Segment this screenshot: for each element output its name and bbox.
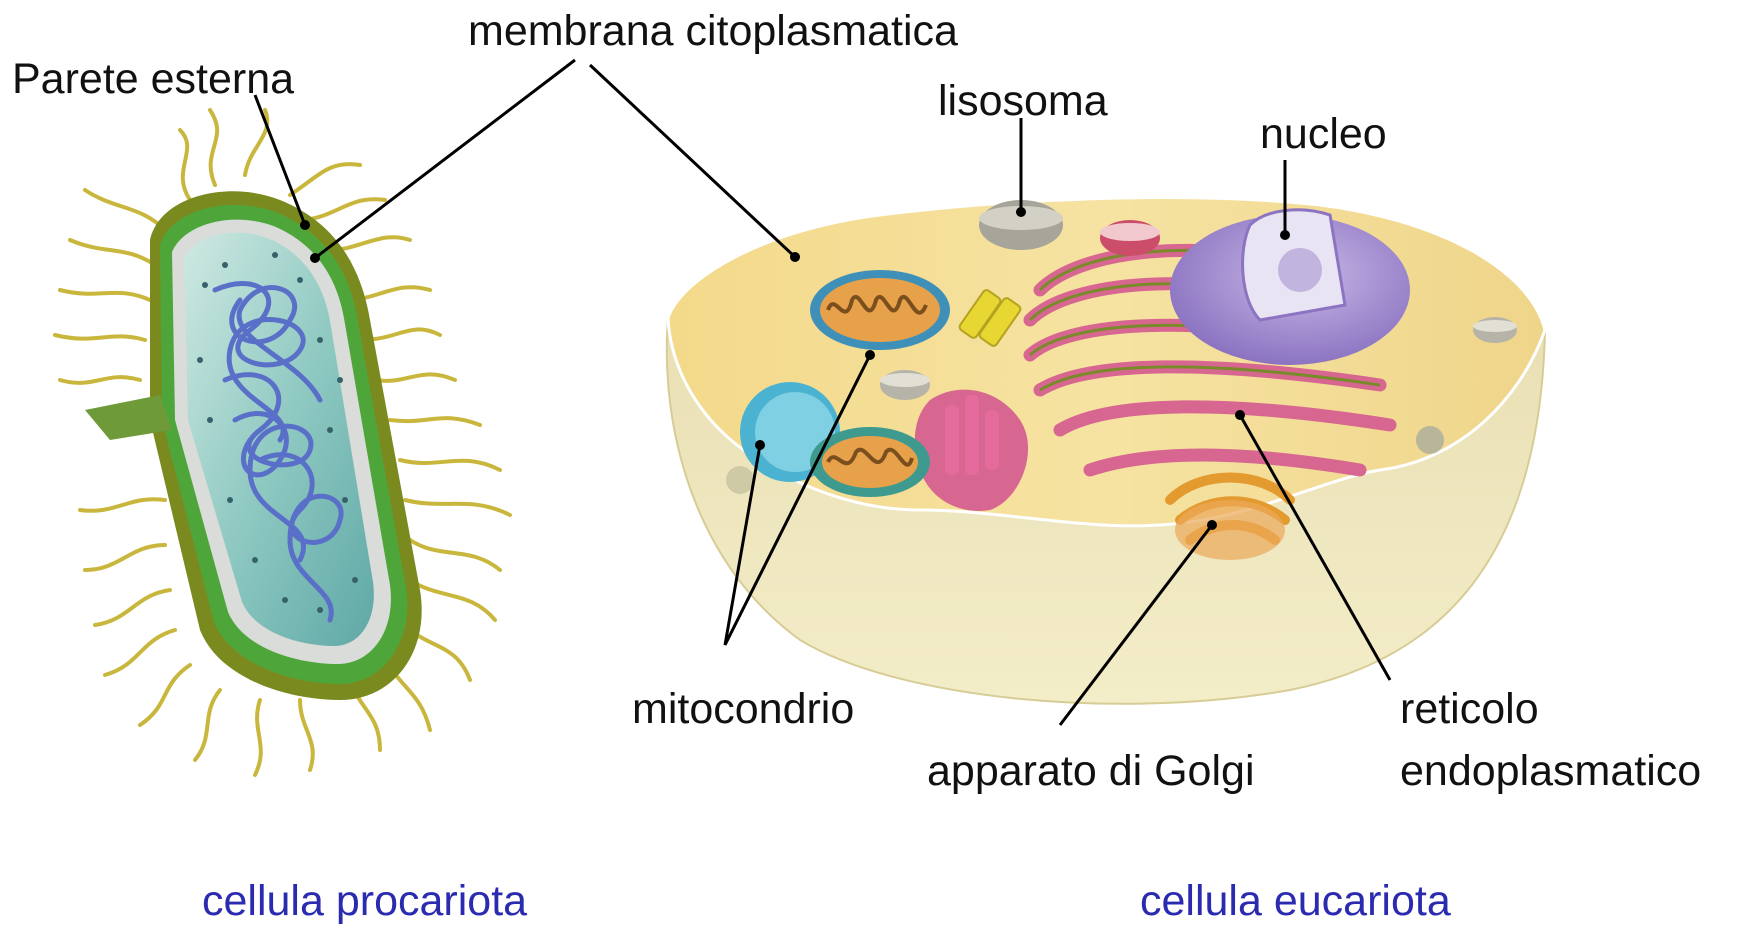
caption-cellula-procariota: cellula procariota [202,880,527,923]
vesicle [1100,220,1160,256]
leader-membrana-eucariota [590,65,795,257]
label-parete-esterna: Parete esterna [12,58,294,101]
mitochondrion-1 [810,270,950,350]
label-nucleo: nucleo [1260,113,1387,156]
nucleolus [1278,248,1322,292]
label-membrana-citoplasmatica: membrana citoplasmatica [468,10,958,53]
label-lisosoma: lisosoma [938,80,1108,123]
eukaryote-cell [667,198,1545,704]
caption-cellula-eucariota: cellula eucariota [1140,880,1451,923]
leader-membrana-procariota [315,60,575,258]
label-endoplasmatico: endoplasmatico [1400,750,1701,793]
prokaryote-cell [55,110,510,775]
label-reticolo: reticolo [1400,688,1539,731]
label-mitocondrio: mitocondrio [632,688,854,731]
label-apparato-di-golgi: apparato di Golgi [927,750,1255,793]
